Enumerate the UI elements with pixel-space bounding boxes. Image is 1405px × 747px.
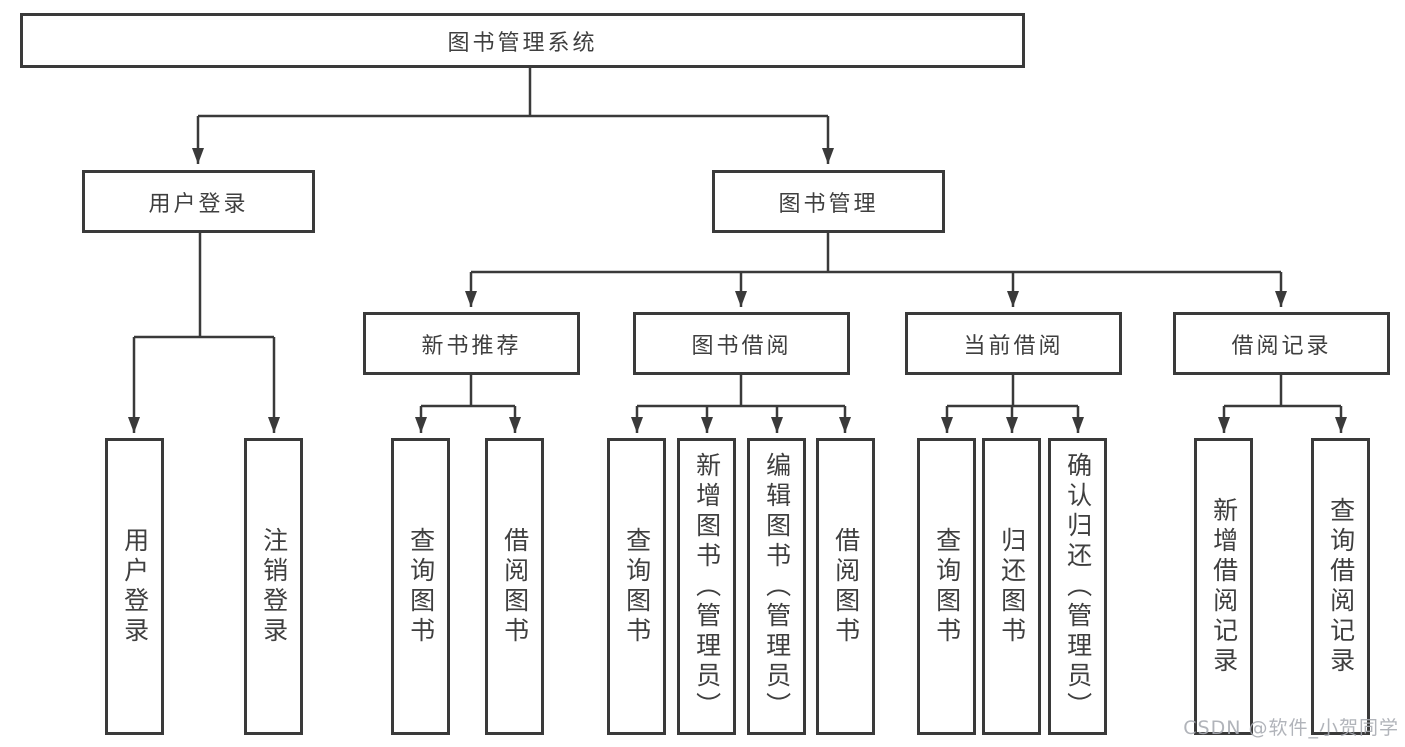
node-borrow-record: 借阅记录 <box>1173 312 1390 375</box>
leaf-record-add-record: 新增借阅记录 <box>1194 438 1253 735</box>
connector-new-book-to-leaves <box>415 375 521 433</box>
leaf-current-return-book: 归还图书 <box>982 438 1041 735</box>
connector-current-borrow-to-leaves <box>941 375 1084 433</box>
node-current-borrow-label: 当前借阅 <box>963 333 1064 359</box>
connector-book-mgmt-to-level3 <box>465 233 1287 307</box>
node-system-root: 图书管理系统 <box>20 13 1025 68</box>
connector-root-to-level2 <box>192 68 834 164</box>
node-book-management-label: 图书管理 <box>778 191 879 217</box>
leaf-borrow-edit-book-label: 编辑图书（管理员） <box>762 451 792 722</box>
leaf-current-query-book: 查询图书 <box>917 438 976 735</box>
node-current-borrow: 当前借阅 <box>905 312 1122 375</box>
node-system-root-label: 图书管理系统 <box>447 30 598 56</box>
leaf-borrow-query-book-label: 查询图书 <box>622 526 652 647</box>
leaf-user-login: 用户登录 <box>105 438 164 735</box>
connector-book-borrow-to-leaves <box>631 375 851 433</box>
leaf-record-query-record-label: 查询借阅记录 <box>1326 496 1356 677</box>
node-book-borrow: 图书借阅 <box>633 312 850 375</box>
node-book-management: 图书管理 <box>712 170 945 233</box>
csdn-watermark: CSDN @软件_小贺同学 <box>1183 717 1399 739</box>
leaf-record-add-record-label: 新增借阅记录 <box>1209 496 1239 677</box>
node-borrow-record-label: 借阅记录 <box>1231 333 1332 359</box>
leaf-logout-login: 注销登录 <box>244 438 303 735</box>
leaf-record-query-record: 查询借阅记录 <box>1311 438 1370 735</box>
node-user-login-label: 用户登录 <box>148 191 249 217</box>
leaf-current-query-book-label: 查询图书 <box>932 526 962 647</box>
leaf-newbook-query-book: 查询图书 <box>391 438 450 735</box>
leaf-logout-login-label: 注销登录 <box>259 526 289 647</box>
connector-user-login-to-leaves <box>128 233 280 433</box>
node-new-book-recommend: 新书推荐 <box>363 312 580 375</box>
node-book-borrow-label: 图书借阅 <box>691 333 792 359</box>
node-user-login: 用户登录 <box>82 170 315 233</box>
leaf-borrow-query-book: 查询图书 <box>607 438 666 735</box>
leaf-current-confirm-return: 确认归还（管理员） <box>1048 438 1107 735</box>
leaf-user-login-label: 用户登录 <box>120 526 150 647</box>
leaf-borrow-borrow-book-label: 借阅图书 <box>831 526 861 647</box>
leaf-borrow-edit-book: 编辑图书（管理员） <box>747 438 806 735</box>
leaf-newbook-borrow-book: 借阅图书 <box>485 438 544 735</box>
leaf-current-confirm-return-label: 确认归还（管理员） <box>1063 451 1093 722</box>
leaf-newbook-query-book-label: 查询图书 <box>406 526 436 647</box>
leaf-current-return-book-label: 归还图书 <box>997 526 1027 647</box>
leaf-newbook-borrow-book-label: 借阅图书 <box>500 526 530 647</box>
leaf-borrow-borrow-book: 借阅图书 <box>816 438 875 735</box>
leaf-borrow-add-book-label: 新增图书（管理员） <box>692 451 722 722</box>
leaf-borrow-add-book: 新增图书（管理员） <box>677 438 736 735</box>
connector-borrow-record-to-leaves <box>1218 375 1347 433</box>
node-new-book-recommend-label: 新书推荐 <box>421 333 522 359</box>
